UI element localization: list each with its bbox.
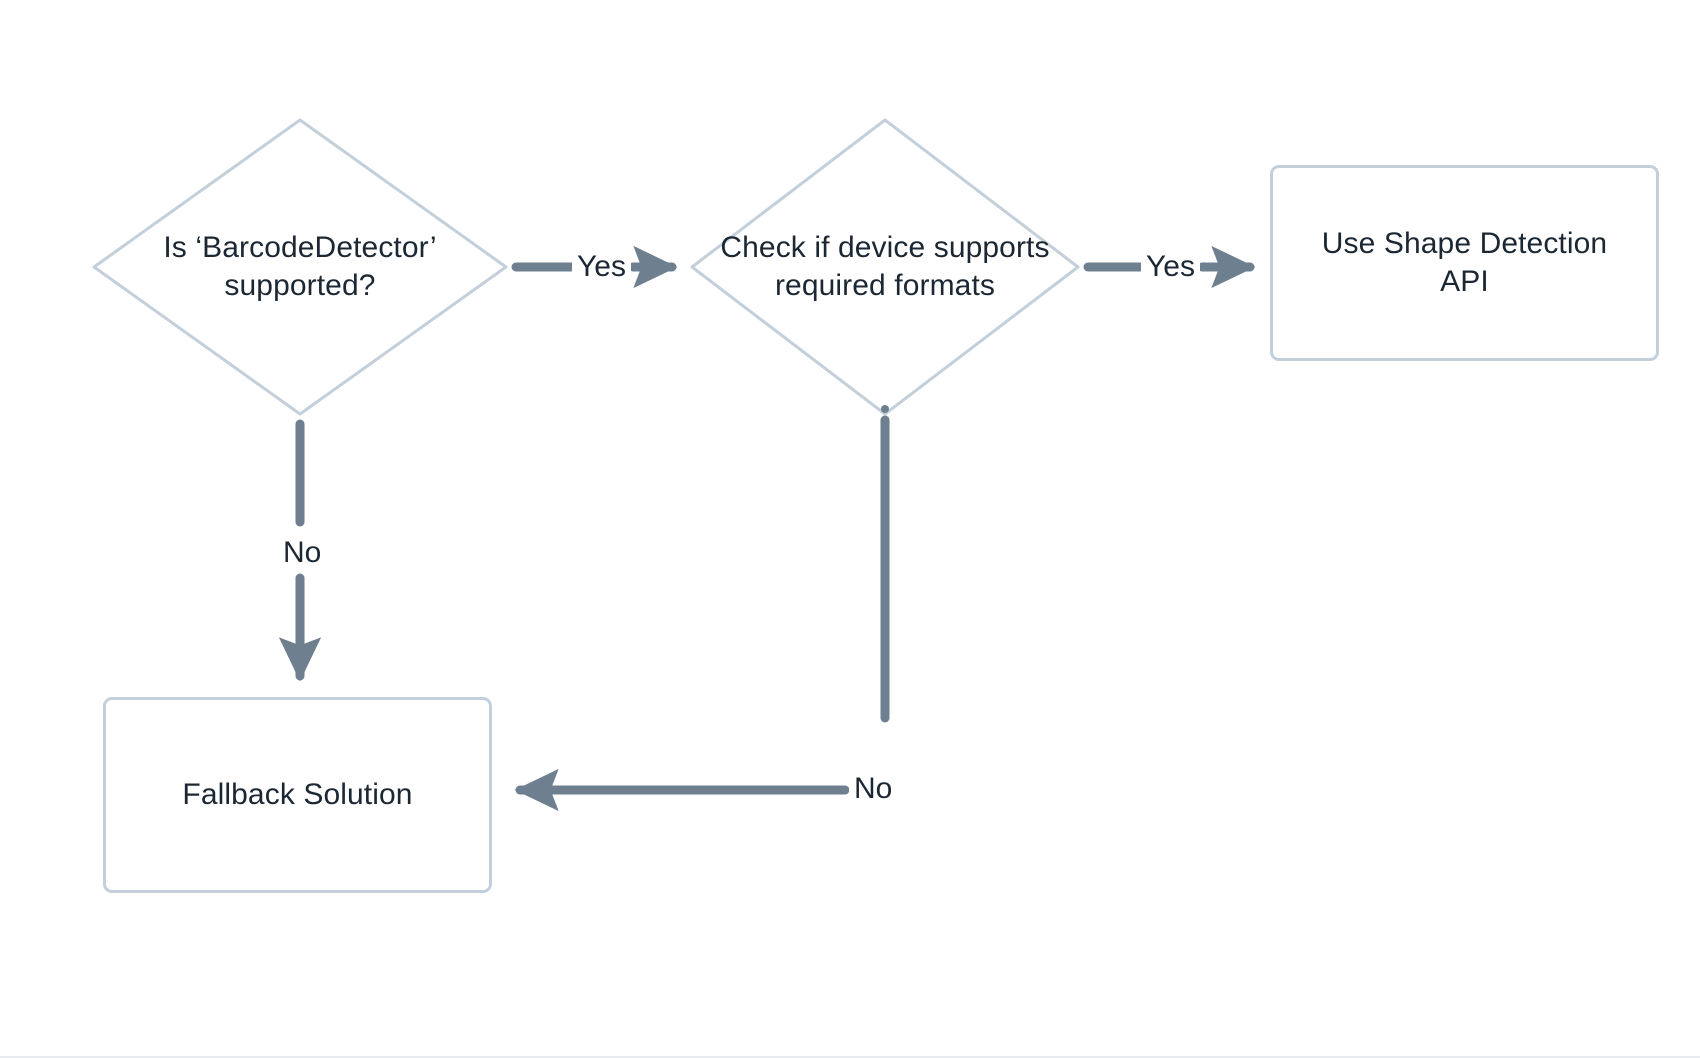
node-n4-line1: Fallback Solution bbox=[182, 777, 413, 811]
node-n4[interactable]: Fallback Solution bbox=[103, 697, 492, 893]
edge-n2-n4-origin-dot bbox=[881, 405, 889, 413]
node-n3[interactable]: Use Shape Detection API bbox=[1270, 165, 1659, 361]
edge-label-yes-n2-n3: Yes bbox=[1141, 252, 1200, 282]
edge-label-yes-n1-n2: Yes bbox=[572, 252, 631, 282]
node-n3-line1: Use Shape Detection bbox=[1321, 226, 1608, 260]
edge-label-no-n2-n4: No bbox=[849, 774, 898, 804]
node-n3-line2: API bbox=[1440, 265, 1489, 298]
diamond-shape-n1 bbox=[92, 118, 508, 416]
bottom-divider bbox=[0, 1056, 1700, 1058]
diamond-shape-n2 bbox=[690, 118, 1080, 416]
edge-label-no-n1-n4: No bbox=[278, 538, 327, 568]
